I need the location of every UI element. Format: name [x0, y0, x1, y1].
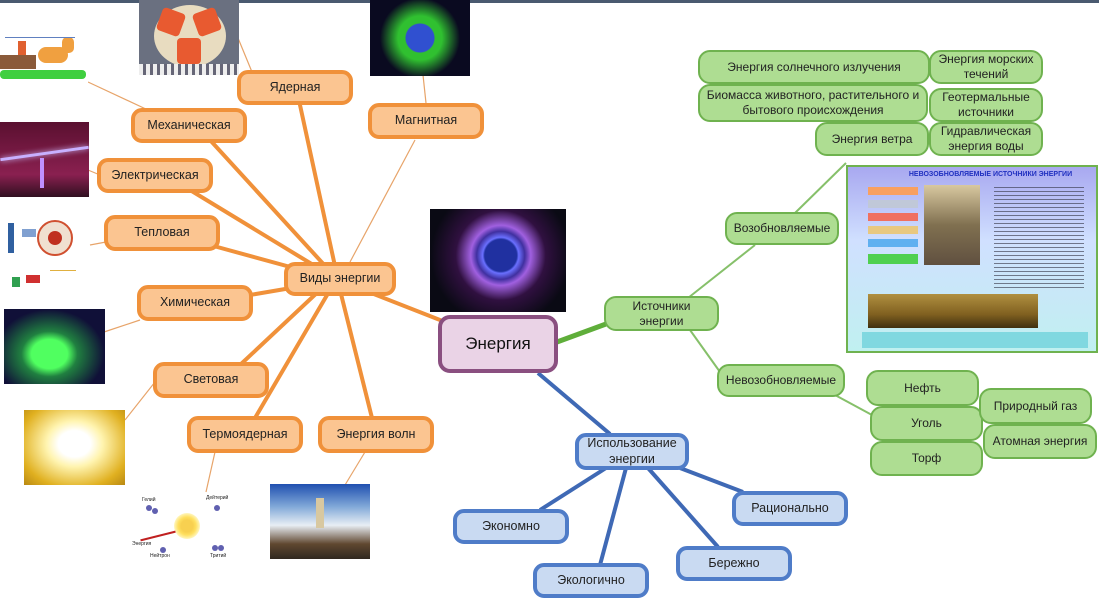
- root-node-energy[interactable]: Энергия: [438, 315, 558, 373]
- renewable-item-biomass[interactable]: Биомасса животного, растительного и быто…: [698, 84, 928, 122]
- fusion-label-energy: Энергия: [132, 541, 152, 547]
- thermal-plant-scheme-image: [0, 215, 80, 295]
- fusion-label-tritium: Тритий: [210, 553, 227, 559]
- renewable-item-label: Биомасса животного, растительного и быто…: [706, 88, 920, 117]
- type-node-thermonuclear[interactable]: Термоядерная: [187, 416, 303, 453]
- tesla-lightning-image: [0, 122, 89, 197]
- renewable-node[interactable]: Возобновляемые: [725, 212, 839, 245]
- root-label: Энергия: [465, 334, 531, 354]
- nonrenewable-item-oil[interactable]: Нефть: [866, 370, 979, 406]
- type-label: Энергия волн: [336, 426, 416, 441]
- type-label: Электрическая: [111, 167, 199, 182]
- renewable-item-geothermal[interactable]: Геотермальные источники: [929, 88, 1043, 122]
- type-label: Тепловая: [134, 225, 190, 240]
- link-types-mech: [208, 138, 340, 282]
- slide-title: НЕВОЗОБНОВЛЯЕМЫЕ ИСТОЧНИКИ ЭНЕРГИИ: [908, 171, 1073, 178]
- link-root-usage: [536, 371, 612, 436]
- type-node-thermal[interactable]: Тепловая: [104, 215, 220, 251]
- usage-item-label: Экономно: [482, 518, 540, 533]
- usage-hub-node[interactable]: Использование энергии: [575, 433, 689, 470]
- type-node-nuclear[interactable]: Ядерная: [237, 70, 353, 105]
- nonrenewable-node[interactable]: Невозобновляемые: [717, 364, 845, 397]
- renewable-item-sea-currents[interactable]: Энергия морских течений: [929, 50, 1043, 84]
- usage-item-careful[interactable]: Бережно: [676, 546, 792, 581]
- usage-item-ecological[interactable]: Экологично: [533, 563, 649, 598]
- usage-item-rational[interactable]: Рационально: [732, 491, 848, 526]
- fusion-label-helium: Гелий: [142, 497, 156, 503]
- top-border: [0, 0, 1099, 3]
- renewable-item-wind[interactable]: Энергия ветра: [815, 122, 929, 156]
- green-flame-crystal-image: [4, 309, 105, 384]
- renewable-label: Возобновляемые: [733, 221, 831, 235]
- usage-item-label: Рационально: [751, 500, 829, 515]
- usage-item-label: Экологично: [557, 572, 625, 587]
- type-node-magnetic[interactable]: Магнитная: [368, 103, 484, 139]
- usage-item-economical[interactable]: Экономно: [453, 509, 569, 544]
- type-label: Химическая: [159, 295, 231, 310]
- renewable-item-label: Энергия ветра: [831, 131, 913, 146]
- type-label: Световая: [183, 372, 239, 387]
- waves-lighthouse-image: [270, 484, 370, 559]
- nonrenewable-slide-image: НЕВОЗОБНОВЛЯЕМЫЕ ИСТОЧНИКИ ЭНЕРГИИ: [846, 165, 1098, 353]
- sources-hub-label: Источники энергии: [632, 298, 691, 328]
- renewable-item-label: Энергия морских течений: [938, 52, 1034, 81]
- renewable-item-label: Гидравлическая энергия воды: [940, 124, 1032, 153]
- nonrenewable-label: Невозобновляемые: [725, 373, 837, 387]
- link-types-thermonuclear: [253, 288, 332, 420]
- usage-hub-label: Использование энергии: [587, 435, 677, 466]
- cosmic-energy-swirl-image: [430, 209, 566, 312]
- nonrenewable-item-label: Нефть: [904, 380, 941, 395]
- type-label: Термоядерная: [202, 426, 288, 441]
- type-label: Магнитная: [394, 113, 458, 128]
- link-types-waves: [338, 288, 374, 420]
- link-root-sources: [556, 321, 607, 345]
- type-node-chemical[interactable]: Химическая: [137, 285, 253, 321]
- nonrenewable-item-label: Атомная энергия: [992, 434, 1088, 448]
- magnetic-field-image: [370, 0, 470, 76]
- nonrenewable-item-label: Уголь: [911, 416, 942, 430]
- types-hub-label: Виды энергии: [299, 271, 381, 286]
- radiation-symbol-image: [139, 0, 239, 75]
- types-hub-node[interactable]: Виды энергии: [284, 262, 396, 296]
- usage-item-label: Бережно: [708, 555, 760, 570]
- type-node-waves[interactable]: Энергия волн: [318, 416, 434, 453]
- fusion-label-deuterium: Дейтерий: [206, 495, 229, 501]
- renewable-item-label: Энергия солнечного излучения: [727, 59, 901, 74]
- nonrenewable-item-label: Природный газ: [993, 398, 1078, 413]
- fusion-label-neutron: Нейтрон: [150, 553, 170, 559]
- bright-light-image: [24, 410, 125, 485]
- type-label: Механическая: [147, 117, 231, 132]
- renewable-item-label: Геотермальные источники: [942, 90, 1030, 119]
- fusion-diagram-image: Гелий Дейтерий Энергия Нейтрон Тритий: [130, 495, 235, 565]
- link-types-light: [238, 288, 322, 367]
- sources-hub-node[interactable]: Источники энергии: [604, 296, 719, 331]
- nonrenewable-item-label: Торф: [911, 451, 942, 465]
- type-node-electric[interactable]: Электрическая: [97, 158, 213, 193]
- nonrenewable-item-coal[interactable]: Уголь: [870, 406, 983, 441]
- type-label: Ядерная: [269, 79, 321, 94]
- renewable-item-hydro[interactable]: Гидравлическая энергия воды: [929, 122, 1043, 156]
- type-node-light[interactable]: Световая: [153, 362, 269, 398]
- type-node-mechanical[interactable]: Механическая: [131, 108, 247, 143]
- horse-cart-image: [0, 25, 88, 83]
- nonrenewable-item-peat[interactable]: Торф: [870, 441, 983, 476]
- nonrenewable-item-atomic[interactable]: Атомная энергия: [983, 424, 1097, 459]
- nonrenewable-item-gas[interactable]: Природный газ: [979, 388, 1092, 424]
- link-types-nuclear: [298, 103, 340, 282]
- renewable-item-solar[interactable]: Энергия солнечного излучения: [698, 50, 930, 84]
